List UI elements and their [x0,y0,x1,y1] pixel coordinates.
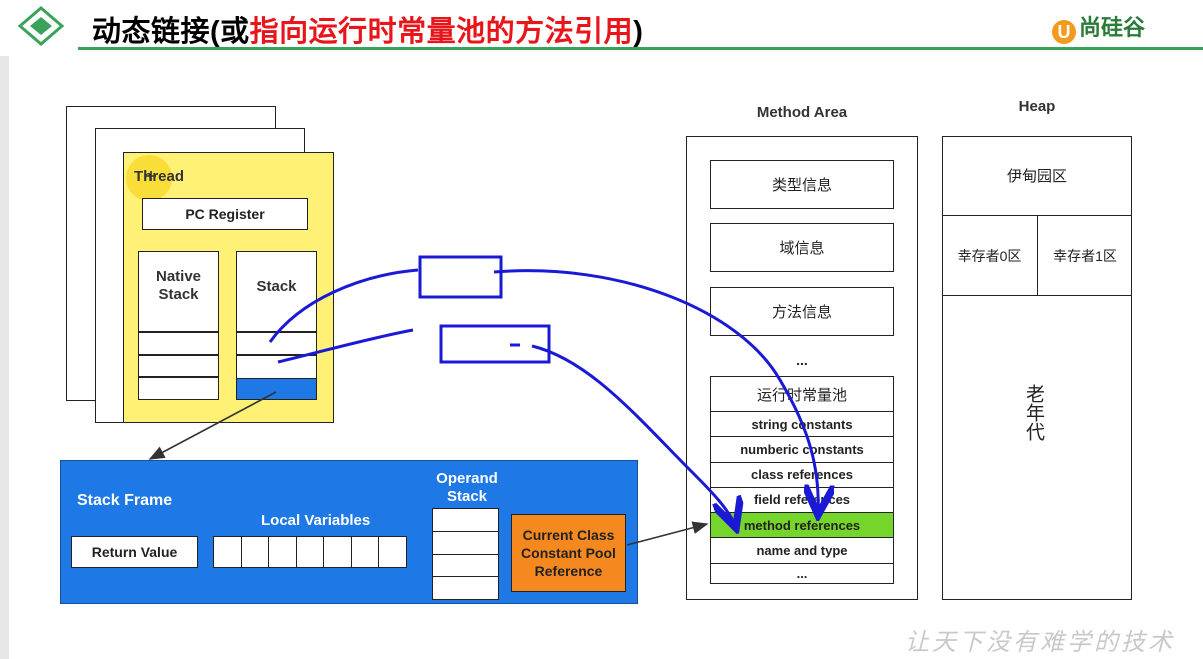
operand-stack-slot [432,531,499,555]
operand-stack-slot [432,554,499,578]
eden-space: 伊甸园区 [942,136,1132,216]
divider [138,376,219,378]
annotation-curve [493,269,818,515]
divider [236,354,317,356]
local-variable-slot [324,536,352,568]
operand-stack-label: Operand Stack [436,470,498,505]
survivor-1: 幸存者1区 [1038,216,1132,296]
method-info: 方法信息 [710,287,894,336]
thread-label: Thread [134,168,185,185]
brand-u-icon: U [1052,20,1076,44]
local-variable-slot [296,536,325,568]
constant-pool-title: 运行时常量池 [711,377,893,412]
local-variable-slot [379,536,408,568]
local-variable-slot [351,536,380,568]
operand-stack-slot [432,508,499,532]
annotation-box-upper [418,255,503,299]
constant-pool-entry: name and type [711,538,893,564]
native-stack-label: Native Stack [155,268,202,303]
operand-stack-slot [432,577,499,600]
constant-pool-entry: class references [711,463,893,488]
pc-register: PC Register [142,198,308,230]
local-variables-label: Local Variables [261,512,371,529]
native-stack [138,251,219,400]
stack-frame-label: Stack Frame [77,492,173,509]
operand-stack [432,508,499,600]
old-generation: 老年代 [1023,384,1044,441]
cursor-icon [146,171,156,181]
annotation-curve [531,344,736,528]
java-stack-label: Stack [256,278,297,295]
title-underline [78,47,1203,50]
method-area-ellipsis: ... [796,352,808,368]
divider [138,331,219,333]
runtime-constant-pool: 运行时常量池 string constants numberic constan… [710,376,894,584]
local-variables-array [213,536,408,568]
annotation-stroke [277,328,414,364]
java-stack [236,251,317,400]
left-edge-strip [0,56,9,659]
local-variable-slot [213,536,242,568]
cursor-highlight [126,155,172,201]
local-variable-slot [269,536,297,568]
current-frame-slot [237,378,316,399]
title-bar [0,0,1203,56]
method-area-label: Method Area [756,104,848,121]
constant-pool-entry: ... [796,565,808,581]
page-title: 动态链接(或指向运行时常量池的方法引用) [92,16,644,48]
current-class-constant-pool-reference: Current Class Constant Pool Reference [511,514,626,592]
return-value: Return Value [71,536,198,568]
annotation-box-lower [439,324,551,364]
survivor-0: 幸存者0区 [942,216,1038,296]
type-info: 类型信息 [710,160,894,209]
watermark: 让天下没有难学的技术 [905,628,1175,656]
frame-pointer-arrow [148,391,277,460]
heap-label: Heap [1018,98,1056,115]
annotation-stroke [268,268,419,343]
constant-pool-entry: numberic constants [711,437,893,463]
field-info: 域信息 [710,223,894,272]
heap [942,136,1132,600]
constant-pool-ref-arrow [626,521,709,546]
divider [138,354,219,356]
local-variable-slot [241,536,270,568]
logo-diamond-icon [18,6,64,46]
